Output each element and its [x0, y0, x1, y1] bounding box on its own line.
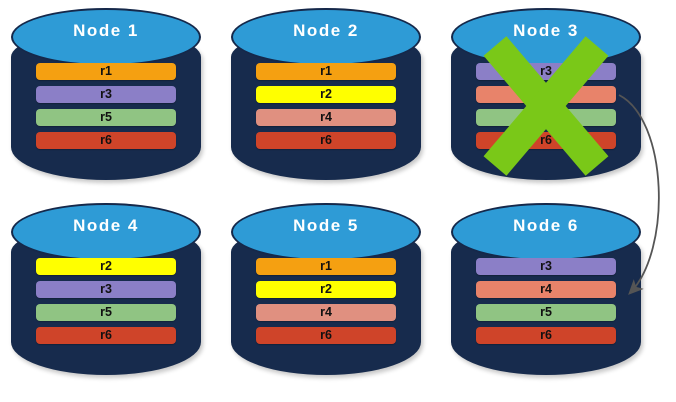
node-4[interactable]: Node 4 r2 r3 r5 r6 [11, 203, 201, 386]
record-list: r3 r4 r5 r6 [476, 258, 616, 350]
record-bar[interactable]: r1 [256, 258, 396, 275]
record-bar[interactable]: r6 [36, 327, 176, 344]
record-bar[interactable]: r3 [476, 63, 616, 80]
record-bar[interactable]: r5 [476, 109, 616, 126]
node-1-label: Node 1 [73, 21, 139, 40]
record-bar[interactable]: r5 [476, 304, 616, 321]
record-bar[interactable]: r6 [476, 327, 616, 344]
record-bar[interactable]: r6 [256, 327, 396, 344]
record-bar[interactable]: r6 [256, 132, 396, 149]
record-bar[interactable]: r3 [36, 281, 176, 298]
node-6[interactable]: Node 6 r3 r4 r5 r6 [451, 203, 641, 386]
record-bar[interactable]: r4 [256, 109, 396, 126]
cylinder-top-ellipse [11, 203, 201, 261]
record-bar[interactable]: r6 [476, 132, 616, 149]
record-list: r3 r4 r5 r6 [476, 63, 616, 155]
cylinder-top-ellipse [11, 8, 201, 66]
node-6-label: Node 6 [513, 216, 579, 235]
record-bar[interactable]: r2 [256, 281, 396, 298]
record-bar[interactable]: r6 [36, 132, 176, 149]
record-bar[interactable]: r2 [36, 258, 176, 275]
record-list: r1 r3 r5 r6 [36, 63, 176, 155]
record-bar[interactable]: r4 [476, 281, 616, 298]
record-bar[interactable]: r1 [256, 63, 396, 80]
record-bar[interactable]: r1 [36, 63, 176, 80]
record-bar[interactable]: r2 [256, 86, 396, 103]
record-list: r2 r3 r5 r6 [36, 258, 176, 350]
record-list: r1 r2 r4 r6 [256, 63, 396, 155]
node-2[interactable]: Node 2 r1 r2 r4 r6 [231, 8, 421, 191]
node-1[interactable]: Node 1 r1 r3 r5 r6 [11, 8, 201, 191]
node-5[interactable]: Node 5 r1 r2 r4 r6 [231, 203, 421, 386]
node-5-label: Node 5 [293, 216, 359, 235]
node-2-label: Node 2 [293, 21, 359, 40]
record-bar[interactable]: r3 [476, 258, 616, 275]
record-bar[interactable]: r3 [36, 86, 176, 103]
node-3[interactable]: Node 3 r3 r4 r5 r6 [451, 8, 641, 191]
record-list: r1 r2 r4 r6 [256, 258, 396, 350]
node-3-label: Node 3 [513, 21, 579, 40]
record-bar[interactable]: r5 [36, 304, 176, 321]
record-bar[interactable]: r5 [36, 109, 176, 126]
node-4-label: Node 4 [73, 216, 139, 235]
record-bar[interactable]: r4 [476, 86, 616, 103]
record-bar[interactable]: r4 [256, 304, 396, 321]
